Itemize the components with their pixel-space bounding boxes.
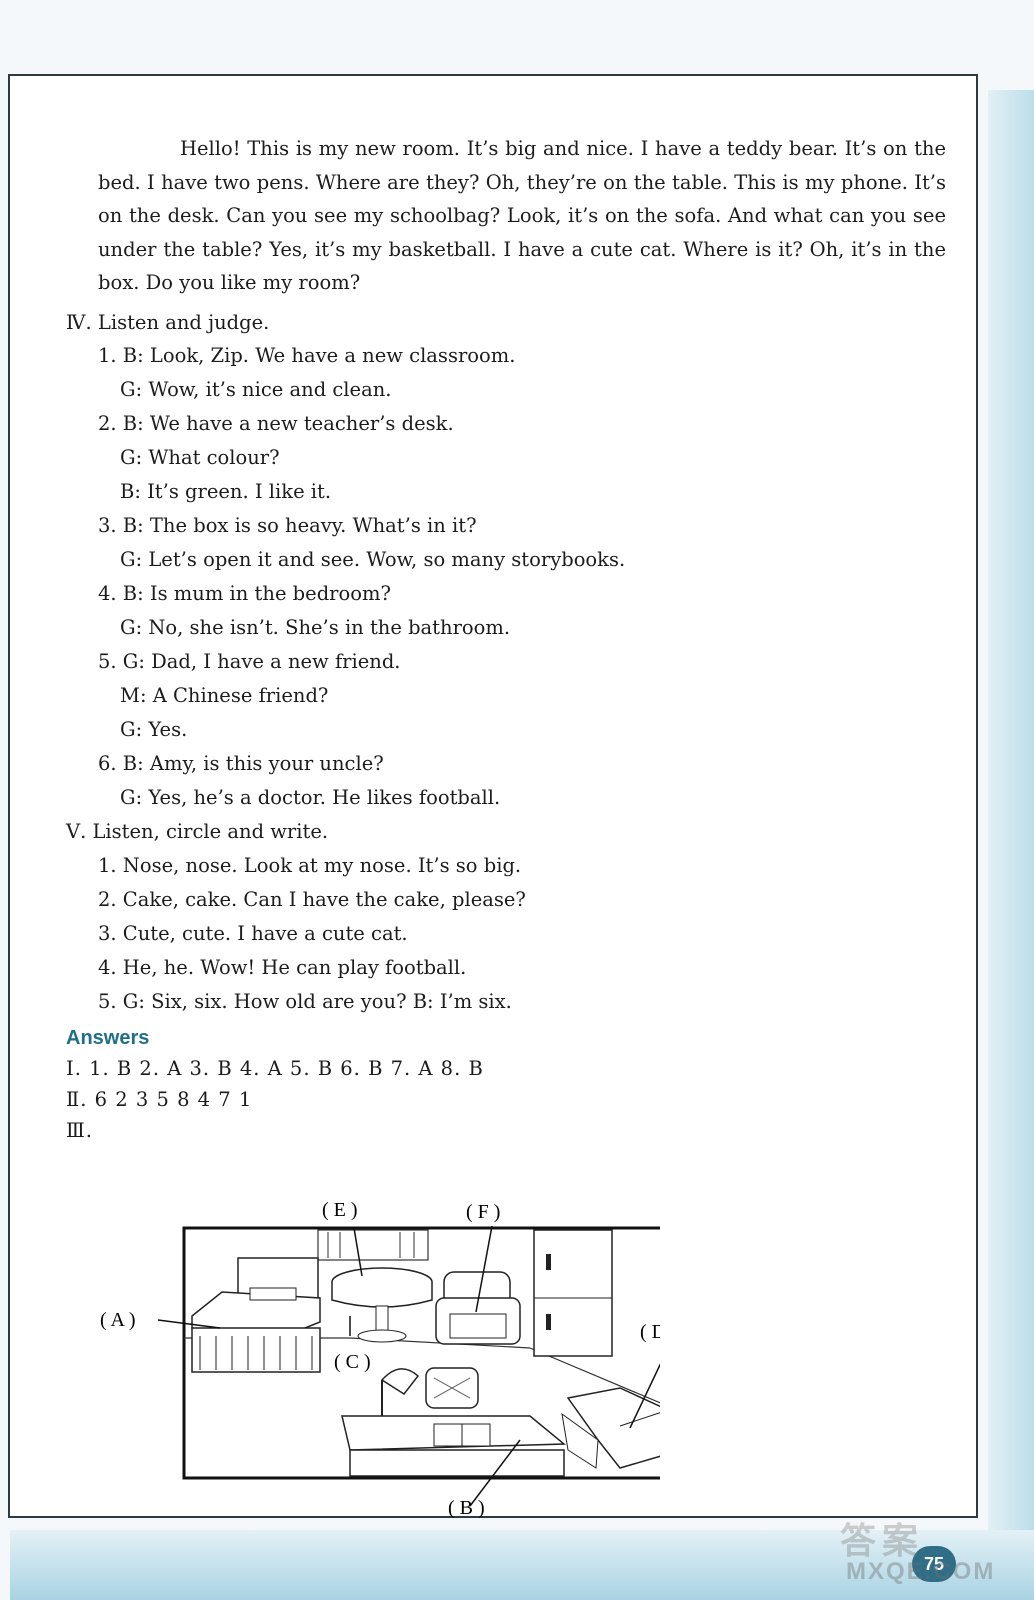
iv-line: G: What colour? (120, 446, 280, 469)
answers-row-3: Ⅲ. (66, 1118, 94, 1142)
section-v-title: Ⅴ. Listen, circle and write. (66, 820, 329, 843)
label-f: ( F ) (466, 1201, 500, 1223)
iv-line: G: Let’s open it and see. Wow, so many s… (120, 548, 626, 571)
v-line: 4. He, he. Wow! He can play football. (98, 955, 467, 979)
label-d: ( D ) (640, 1321, 660, 1343)
page-text: Hello! This is my new room. It’s big and… (66, 132, 946, 1146)
label-b: ( B ) (448, 1497, 485, 1518)
iv-line: 4. B: Is mum in the bedroom? (98, 582, 391, 605)
floor-line (529, 1347, 660, 1404)
pointer-line-a (157, 1319, 221, 1329)
watermark-text-cn: 答案 (840, 1521, 925, 1562)
page-frame: Hello! This is my new room. It’s big and… (8, 74, 978, 1518)
v-line: 3. Cute, cute. I have a cute cat. (98, 921, 408, 945)
label-a: ( A ) (100, 1309, 136, 1331)
box-icon (561, 1387, 660, 1469)
watermark-logo: 答案 MXQE.COM (840, 1512, 1020, 1592)
v-line: 1. Nose, nose. Look at my nose. It’s so … (98, 853, 522, 877)
answers-heading: Answers (66, 1026, 150, 1049)
iv-line: 3. B: The box is so heavy. What’s in it? (98, 514, 477, 537)
wardrobe-icon (533, 1229, 613, 1357)
iv-line: 1. B: Look, Zip. We have a new classroom… (98, 344, 516, 367)
sofa-icon (435, 1271, 521, 1345)
listening-passage: Hello! This is my new room. It’s big and… (98, 137, 946, 294)
pointer-line-f (475, 1225, 493, 1313)
label-e: ( E ) (322, 1199, 358, 1221)
answers-row-2: Ⅱ. 6 2 3 5 8 4 7 1 (66, 1087, 253, 1111)
round-table-icon (331, 1267, 433, 1343)
answers-row-1: Ⅰ. 1. B 2. A 3. B 4. A 5. B 6. B 7. A 8.… (66, 1056, 484, 1080)
pointer-line-d (629, 1363, 660, 1429)
side-decor-band (988, 90, 1034, 1530)
pointer-line-e (353, 1227, 363, 1277)
page-number: 75 (912, 1546, 956, 1582)
label-c: ( C ) (334, 1351, 371, 1373)
watermark-text-url: MXQE.COM (846, 1558, 996, 1585)
section-iv-title: Ⅳ. Listen and judge. (66, 310, 270, 334)
bottom-decor-band (10, 1530, 1034, 1600)
iv-line: G: Yes, he’s a doctor. He likes football… (120, 786, 501, 809)
iv-line: 2. B: We have a new teacher’s desk. (98, 412, 454, 435)
iv-line: G: Wow, it’s nice and clean. (120, 378, 392, 401)
v-line: 2. Cake, cake. Can I have the cake, plea… (98, 887, 526, 911)
iv-line: M: A Chinese friend? (120, 684, 329, 707)
iv-line: 5. G: Dad, I have a new friend. (98, 650, 401, 673)
bed-icon (191, 1257, 321, 1373)
pointer-line-b (469, 1439, 521, 1507)
iv-line: 6. B: Amy, is this your uncle? (98, 752, 384, 775)
chair-icon (425, 1367, 479, 1409)
iv-line: B: It’s green. I like it. (120, 480, 332, 503)
v-line: 5. G: Six, six. How old are you? B: I’m … (98, 989, 512, 1013)
iv-line: G: No, she isn’t. She’s in the bathroom. (120, 616, 511, 639)
window-curtain (317, 1229, 429, 1261)
room-illustration: ( A ) ( E ) ( F ) ( D ) ( C ) ( B ) (100, 1199, 660, 1518)
iv-line: G: Yes. (120, 718, 188, 741)
desk-icon (341, 1415, 567, 1477)
